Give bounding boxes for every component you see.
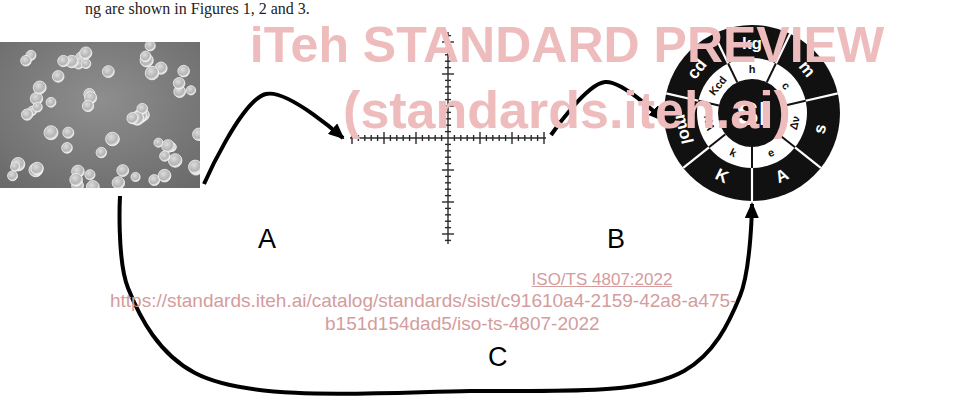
process-arrow [204, 94, 343, 184]
particle [80, 47, 92, 59]
particle [70, 173, 83, 186]
path-label: B [607, 226, 625, 253]
cut-text-line: ng are shown in Figures 1, 2 and 3. [85, 0, 310, 18]
particle [11, 162, 20, 171]
tick-mark [445, 176, 451, 177]
path-label: A [258, 226, 276, 253]
tick-mark [445, 195, 451, 196]
watermark: b151d154dad5/iso-ts-4807-2022 [325, 314, 600, 335]
particle [58, 55, 69, 66]
tick-mark [445, 80, 451, 81]
tick-mark [445, 182, 451, 183]
particle [96, 147, 106, 157]
particle [127, 113, 138, 124]
particle [63, 127, 74, 138]
particle [102, 66, 114, 78]
tick-mark [445, 208, 451, 209]
particle [31, 162, 43, 174]
watermark: https://standards.iteh.ai/catalog/standa… [110, 291, 736, 312]
particle [33, 81, 46, 94]
tick-mark [442, 73, 454, 74]
particle [33, 102, 43, 112]
particle [162, 140, 175, 153]
particle [145, 42, 155, 51]
watermark: iTeh STANDARD PREVIEW [250, 18, 884, 73]
particle [29, 163, 43, 177]
particle [173, 78, 185, 90]
sem-image [0, 42, 200, 188]
tick-mark [445, 163, 451, 164]
particle [21, 109, 32, 120]
tick-mark [445, 240, 451, 241]
sem-background [0, 42, 200, 188]
tick-mark [445, 188, 451, 189]
watermark: (standards.iteh.ai) [343, 82, 791, 139]
tick-mark [445, 150, 451, 151]
particle [21, 55, 32, 66]
particle [52, 71, 64, 83]
particle [189, 160, 200, 173]
particle [8, 171, 18, 181]
particle [44, 126, 58, 140]
sector-divider [751, 168, 753, 201]
tick-mark [445, 220, 451, 221]
path-label: C [488, 344, 508, 371]
particle [160, 151, 170, 161]
tick-mark [442, 233, 454, 234]
sector-divider [751, 147, 753, 168]
particle [46, 97, 56, 107]
particle [112, 177, 125, 188]
sector-divider [806, 93, 838, 100]
particle [62, 143, 73, 154]
tick-mark [445, 214, 451, 215]
particle [11, 157, 24, 170]
sector-divider [795, 147, 821, 168]
particle [86, 181, 99, 188]
tick-mark [445, 144, 451, 145]
particle [168, 154, 182, 168]
sector-divider [683, 147, 709, 168]
particle [186, 86, 195, 95]
tick-mark [445, 227, 451, 228]
particle [117, 165, 129, 177]
tick-mark [445, 156, 451, 157]
particle [81, 59, 91, 69]
watermark: ISO/TS 4807:2022 [532, 271, 673, 290]
particle [82, 100, 93, 111]
particle [158, 169, 171, 182]
particle [131, 172, 140, 181]
particle [145, 66, 159, 80]
tick-mark [442, 201, 454, 202]
sem-micrograph [0, 42, 200, 188]
particle [178, 65, 190, 77]
tick-mark [442, 169, 454, 170]
particle [85, 170, 95, 180]
particle [140, 51, 150, 61]
particle [193, 128, 200, 140]
particle [106, 132, 120, 146]
